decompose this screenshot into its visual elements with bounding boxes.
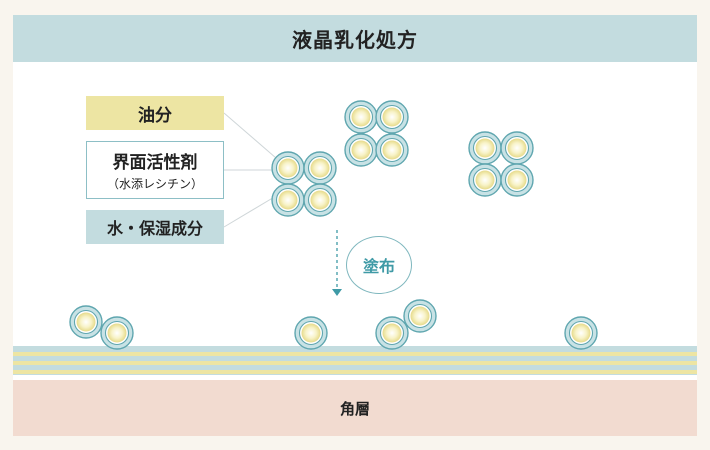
diagram-title: 液晶乳化処方 [13,15,697,62]
legend-surfactant-label: 界面活性剤 [112,153,198,173]
stratum-corneum-label: 角層 [13,380,697,436]
skin-surface-layers [13,346,697,380]
legend-surfactant: 界面活性剤 （水添レシチン） [86,141,224,199]
apply-badge: 塗布 [346,236,412,294]
apply-arrow [332,230,342,296]
legend-leader-lines [223,112,277,228]
legend-oil: 油分 [86,96,224,130]
legend-water-label: 水・保湿成分 [106,219,203,238]
legend-water: 水・保湿成分 [86,210,224,244]
legend-surfactant-note: （水添レシチン） [106,177,203,191]
legend-oil-label: 油分 [138,105,172,126]
